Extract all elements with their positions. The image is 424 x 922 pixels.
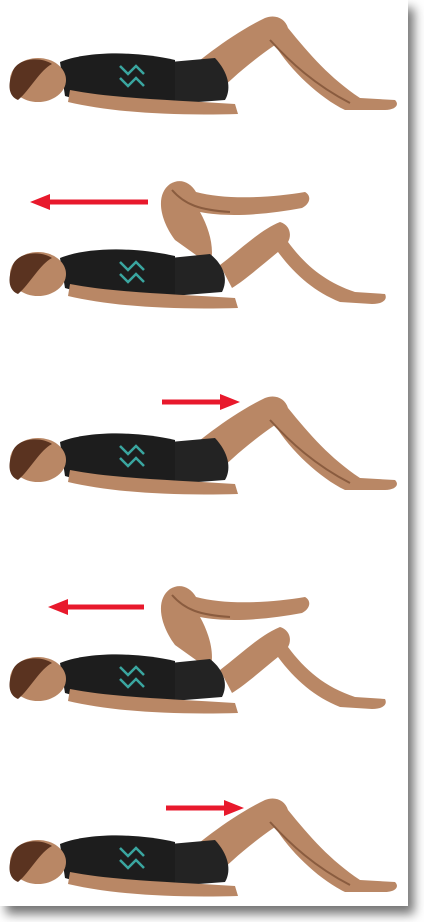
exercise-step-4: [0, 575, 408, 735]
exercise-step-2: [0, 170, 408, 330]
figure-lying-knees-bent: [0, 790, 408, 906]
exercise-step-5: [0, 790, 408, 906]
exercise-step-3: [0, 380, 408, 520]
body-shape: [10, 798, 397, 896]
figure-lying-knees-bent: [0, 0, 408, 150]
figure-lying-knees-bent: [0, 380, 408, 520]
figure-lying-knee-to-chest: [0, 170, 408, 330]
body-shape: [10, 16, 397, 114]
exercise-step-1: [0, 0, 408, 150]
exercise-sheet: [0, 0, 408, 906]
body-shape: [10, 586, 386, 713]
body-shape: [10, 181, 386, 308]
body-shape: [10, 396, 397, 494]
figure-lying-knee-to-chest: [0, 575, 408, 735]
